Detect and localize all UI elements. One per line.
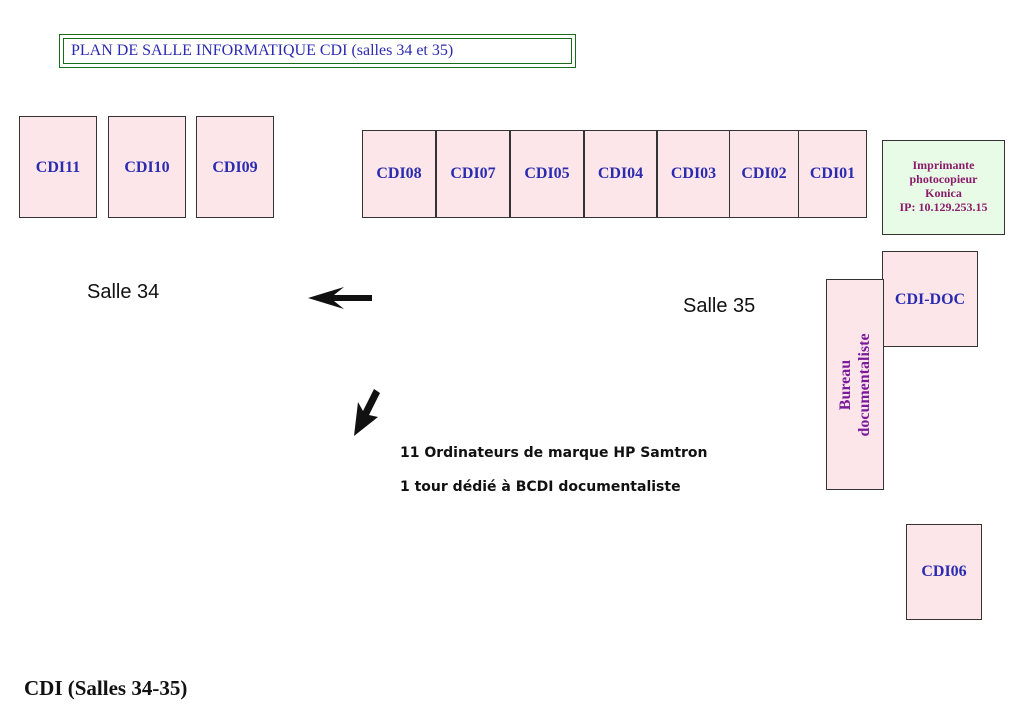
computer-cdi03[interactable]: CDI03 [657, 130, 730, 218]
title-box: PLAN DE SALLE INFORMATIQUE CDI (salles 3… [59, 34, 576, 68]
down-left-arrow-icon [354, 389, 380, 436]
computer-cdi-doc[interactable]: CDI-DOC [882, 251, 978, 347]
computer-cdi07[interactable]: CDI07 [436, 130, 510, 218]
bureau-label-line2: documentaliste [856, 332, 873, 437]
bureau-label: Bureau documentaliste [836, 333, 874, 436]
computer-cdi05[interactable]: CDI05 [510, 130, 584, 218]
computer-label: CDI08 [376, 165, 422, 182]
computer-label: CDI-DOC [894, 291, 966, 308]
bureau-documentaliste[interactable]: Bureau documentaliste [826, 279, 884, 490]
computer-cdi11[interactable]: CDI11 [19, 116, 97, 218]
computer-label: CDI04 [597, 165, 644, 182]
computer-label: CDI10 [124, 159, 170, 176]
computer-cdi10[interactable]: CDI10 [108, 116, 186, 218]
computer-cdi02[interactable]: CDI02 [729, 130, 799, 218]
salle-35-label: Salle 35 [683, 295, 756, 317]
computer-label: CDI07 [450, 165, 496, 182]
computer-label: CDI05 [524, 165, 570, 182]
printer-box[interactable]: Imprimante photocopieur Konica IP: 10.12… [882, 140, 1005, 235]
printer-line: Imprimante [912, 158, 975, 172]
computer-label: CDI06 [921, 563, 967, 580]
computer-cdi04[interactable]: CDI04 [584, 130, 657, 218]
plan-title: PLAN DE SALLE INFORMATIQUE CDI (salles 3… [63, 38, 572, 64]
salle-34-label: Salle 34 [87, 281, 160, 303]
computer-cdi09[interactable]: CDI09 [196, 116, 274, 218]
printer-ip: IP: 10.129.253.15 [899, 200, 988, 214]
computer-label: CDI01 [809, 165, 856, 182]
bureau-label-line1: Bureau [837, 359, 854, 410]
note-tower: 1 tour dédié à BCDI documentaliste [400, 479, 681, 495]
printer-line: Konica [925, 186, 962, 200]
computer-label: CDI02 [741, 165, 787, 182]
computer-cdi06[interactable]: CDI06 [906, 524, 982, 620]
computer-cdi08[interactable]: CDI08 [362, 130, 436, 218]
computer-label: CDI09 [212, 159, 258, 176]
footer-caption: CDI (Salles 34-35) [24, 676, 188, 700]
computer-cdi01[interactable]: CDI01 [798, 130, 867, 218]
printer-line: photocopieur [909, 172, 978, 186]
note-computers: 11 Ordinateurs de marque HP Samtron [400, 445, 708, 461]
computer-label: CDI11 [35, 159, 81, 176]
computer-label: CDI03 [670, 165, 717, 182]
left-arrow-icon [308, 287, 372, 309]
